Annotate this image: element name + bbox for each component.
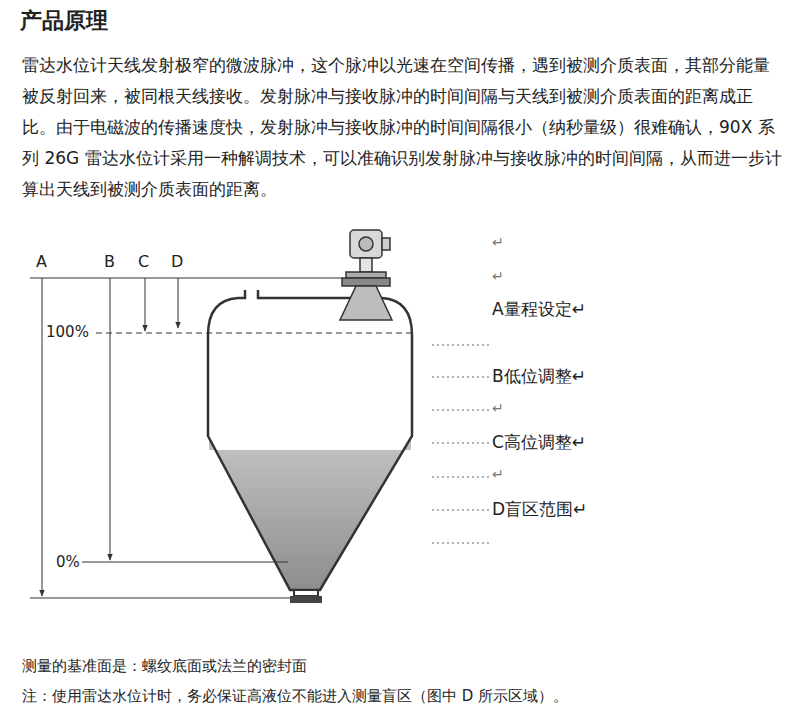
note-text: 测量的基准面是：螺纹底面或法兰的密封面 <box>22 657 307 675</box>
dimension-lines <box>30 278 412 598</box>
return-mark: ↵ <box>492 466 504 483</box>
legend-text: B低位调整↵ <box>492 366 586 386</box>
liquid <box>209 436 411 589</box>
return-mark: ↵ <box>492 268 504 285</box>
return-mark: ↵ <box>492 234 504 251</box>
note-text: 注：使用雷达水位计时，务必保证高液位不能进入测量盲区（图中 D 所示区域）。 <box>22 687 568 705</box>
level-mark: 0% <box>56 553 80 571</box>
dimension-letter: C <box>138 252 149 271</box>
dotted-guides <box>432 345 490 543</box>
legend-text: A量程设定↵ <box>492 299 586 319</box>
radar-gauge <box>340 230 392 320</box>
liquid-fill <box>209 436 411 589</box>
body-paragraph: 雷达水位计天线发射极窄的微波脉冲，这个脉冲以光速在空间传播，遇到被测介质表面，其… <box>22 50 782 205</box>
page-title: 产品原理 <box>20 8 108 34</box>
drain-nozzle <box>294 590 318 596</box>
dimension-letter: B <box>104 252 115 271</box>
legend-text: C高位调整↵ <box>492 432 586 452</box>
return-mark: ↵ <box>492 400 504 417</box>
drain-flange <box>290 596 322 603</box>
legend-text: D盲区范围↵ <box>492 499 587 519</box>
dimension-letter: D <box>171 252 183 271</box>
tank-outline <box>208 290 412 590</box>
level-mark: 100% <box>46 323 89 341</box>
dimension-letter: A <box>36 252 47 271</box>
